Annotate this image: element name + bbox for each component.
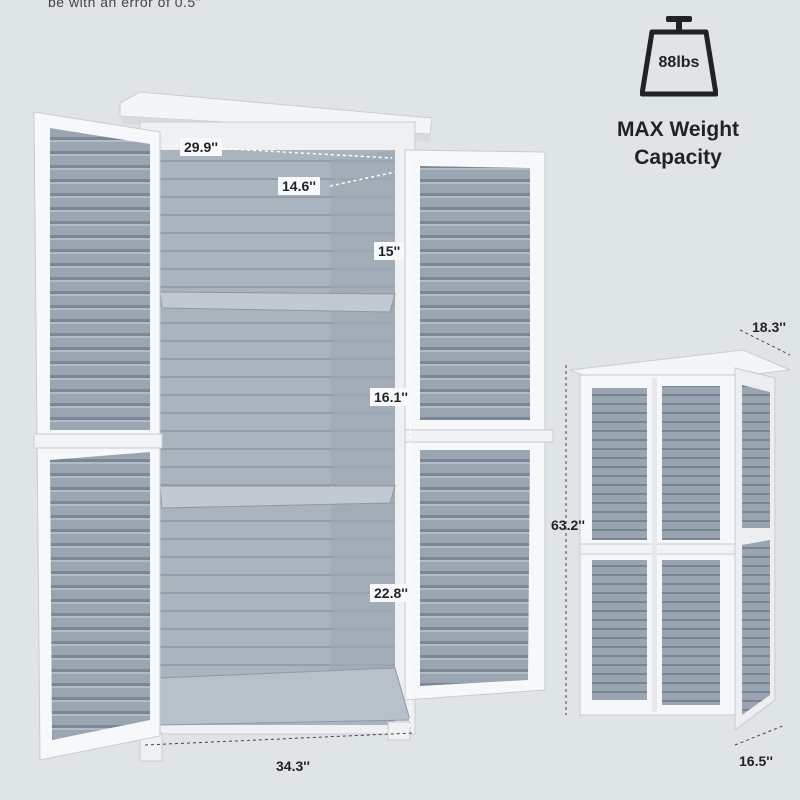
dimension-shelf-gap-bottom: 22.8'' — [370, 584, 412, 602]
weight-caption-line2: Capacity — [634, 146, 722, 169]
dimension-top-depth: 14.6'' — [278, 177, 320, 195]
shelf-middle — [159, 485, 396, 509]
dimension-small-depth: 18.3'' — [752, 319, 786, 335]
dimension-shelf-gap-middle: 16.1'' — [370, 388, 412, 406]
shelf-top — [159, 291, 396, 313]
weight-caption: MAX Weight Capacity — [590, 116, 766, 172]
dimension-small-height: 63.2'' — [551, 517, 585, 533]
weight-caption-line1: MAX Weight — [616, 118, 740, 141]
dimension-top-width: 29.9'' — [180, 138, 222, 156]
weight-icon — [640, 16, 718, 97]
caption-fragment: be with an error of 0.5" — [48, 0, 202, 10]
cabinet-floor — [159, 667, 411, 726]
weight-value: 88lbs — [658, 54, 700, 71]
dimension-shelf-gap-top: 15'' — [374, 242, 405, 260]
dimension-base-width: 34.3'' — [276, 758, 310, 774]
dimension-small-base-depth: 16.5'' — [739, 753, 773, 769]
